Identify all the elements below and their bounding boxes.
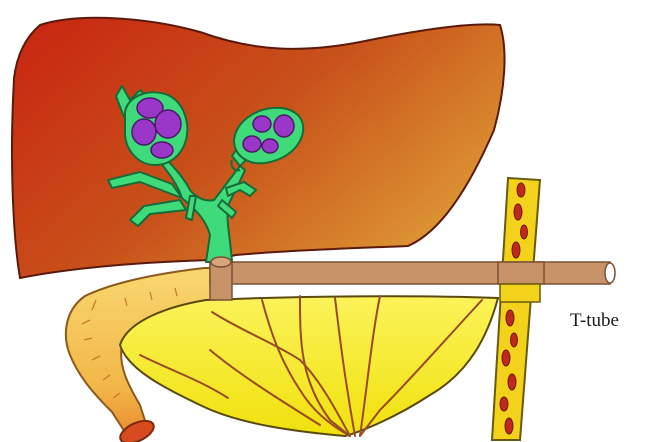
drain-strip [492, 178, 540, 440]
t-tube-label: T-tube [570, 310, 619, 331]
drain-strip-lower [500, 284, 540, 302]
t-tube [210, 257, 615, 300]
pancreas [120, 296, 498, 436]
